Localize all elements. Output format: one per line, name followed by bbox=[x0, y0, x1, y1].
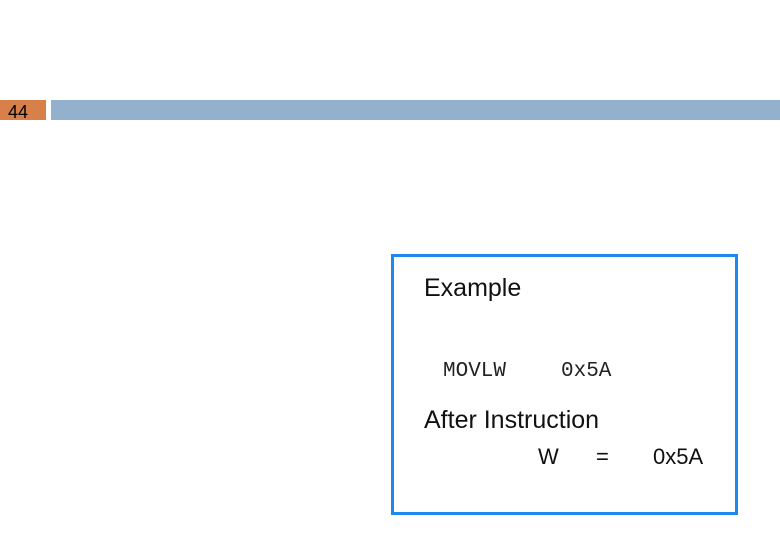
instruction-opcode: MOVLW bbox=[443, 360, 507, 383]
example-title: Example bbox=[424, 274, 522, 302]
example-box bbox=[391, 254, 738, 515]
header-bar bbox=[51, 100, 780, 120]
slide-number-box bbox=[0, 100, 46, 120]
result-value: 0x5A bbox=[653, 444, 704, 469]
after-instruction-label: After Instruction bbox=[424, 406, 600, 434]
slide-number: 44 bbox=[8, 102, 29, 122]
instruction-operand: 0x5A bbox=[561, 360, 612, 383]
result-equals: = bbox=[596, 444, 609, 469]
result-register: W bbox=[538, 444, 559, 469]
